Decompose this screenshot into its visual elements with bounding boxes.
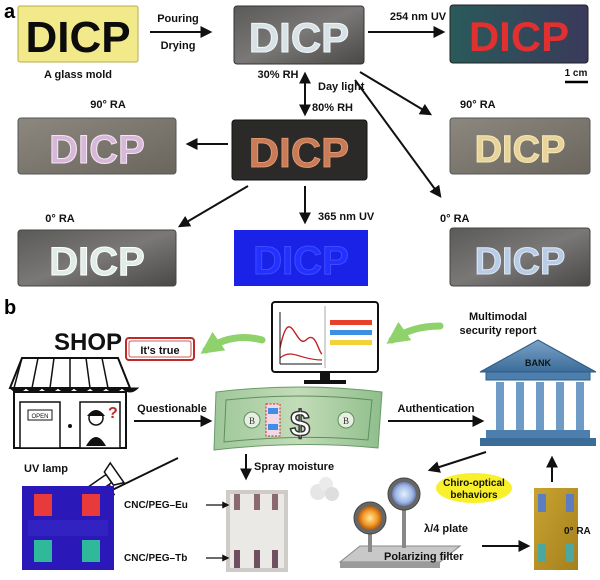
questionable-label: Questionable xyxy=(137,403,207,415)
arrow-bank-to-optics xyxy=(427,451,487,473)
film-0ra-left-text: DICP xyxy=(49,240,145,284)
arrow-to-uv-panel xyxy=(101,457,179,496)
drying-label: Drying xyxy=(161,40,196,52)
mold-dicp-text: DICP xyxy=(25,13,130,62)
arrow-to-right-90ra xyxy=(359,71,433,116)
its-true-text: It's true xyxy=(140,345,179,357)
pouring-label: Pouring xyxy=(157,13,199,25)
authentication-label: Authentication xyxy=(398,403,475,415)
scale-label: 1 cm xyxy=(565,68,588,79)
shop-text: SHOP xyxy=(54,329,122,356)
bill-letter-left: B xyxy=(249,416,255,426)
rh30-label: 30% RH xyxy=(258,69,299,81)
question-mark: ? xyxy=(108,405,118,422)
mold-label: A glass mold xyxy=(44,69,112,81)
uv254-label: 254 nm UV xyxy=(390,11,447,23)
uv-lamp-label: UV lamp xyxy=(24,463,68,475)
green-arrow-right xyxy=(386,321,444,344)
film-30rh: DICP xyxy=(233,5,365,65)
open-sign-text: OPEN xyxy=(31,414,48,420)
monitor-icon xyxy=(271,301,379,384)
film-365uv: DICP xyxy=(234,230,368,286)
bank-text: BANK xyxy=(525,358,551,368)
film-254uv-text: DICP xyxy=(469,13,569,60)
panel-b-letter: b xyxy=(4,297,16,319)
panel-a-letter: a xyxy=(4,1,16,23)
cnc-peg-sample xyxy=(226,490,288,572)
gold-sample xyxy=(534,488,578,570)
quarter-plate-label: λ/4 plate xyxy=(424,523,468,535)
arrow-to-right-0ra xyxy=(354,79,442,198)
report-line1: Multimodal xyxy=(469,311,527,323)
polarizer-setup xyxy=(338,477,462,568)
ra0-left-label: 0° RA xyxy=(45,213,75,225)
film-30rh-text: DICP xyxy=(249,14,349,61)
shop-icon: SHOP OPEN ? xyxy=(8,329,140,449)
film-0ra-right-text: DICP xyxy=(475,241,566,283)
green-arrow-left xyxy=(200,331,266,354)
bill-letter-right: B xyxy=(343,416,349,426)
film-365uv-text: DICP xyxy=(253,239,349,283)
film-80rh-text: DICP xyxy=(249,129,349,176)
daylight-label: Day light xyxy=(318,81,365,93)
ra0-gold-label: 0° RA xyxy=(564,526,591,537)
uv-test-panel xyxy=(22,486,114,570)
ra90-right-label: 90° RA xyxy=(460,99,496,111)
mist-cloud-icon xyxy=(310,477,339,501)
eu-label: CNC/PEG–Eu xyxy=(124,500,188,511)
rh80-label: 80% RH xyxy=(312,102,353,114)
film-90ra-right: DICP xyxy=(449,117,591,175)
film-90ra-right-text: DICP xyxy=(475,129,566,171)
glass-mold: DICP xyxy=(17,5,139,63)
film-90ra-left-text: DICP xyxy=(49,128,145,172)
ra90-left-label: 90° RA xyxy=(90,99,126,111)
tb-label: CNC/PEG–Tb xyxy=(124,553,187,564)
dollar-sign: $ xyxy=(290,403,310,444)
film-80rh: DICP xyxy=(231,119,368,181)
chiro-optical-badge: Chiro-optical behaviors xyxy=(436,473,512,503)
chiro-line1: Chiro-optical xyxy=(443,478,505,489)
film-0ra-left: DICP xyxy=(17,229,177,287)
spray-label: Spray moisture xyxy=(254,461,334,473)
film-90ra-left: DICP xyxy=(17,117,177,175)
uv365-label: 365 nm UV xyxy=(318,211,375,223)
polarizer-label: Polarizing filter xyxy=(384,551,464,563)
bank-icon: BANK xyxy=(479,339,597,446)
its-true-badge: It's true xyxy=(125,337,195,361)
ra0-right-label: 0° RA xyxy=(440,213,470,225)
banknote-icon: B B $ xyxy=(213,386,383,451)
report-line2: security report xyxy=(459,325,536,337)
arrow-to-left-0ra xyxy=(177,185,249,228)
film-254uv: DICP xyxy=(449,4,589,64)
film-0ra-right: DICP xyxy=(449,227,591,287)
chiro-line2: behaviors xyxy=(450,490,498,501)
